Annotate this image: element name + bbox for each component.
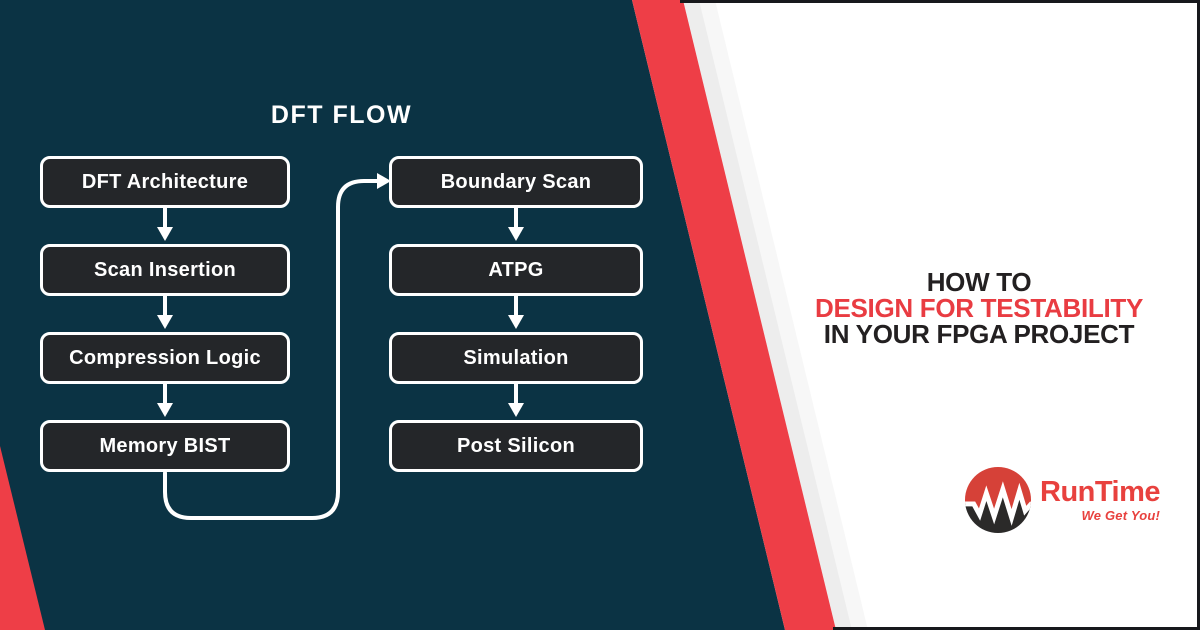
arrow-down-icon xyxy=(157,207,173,241)
pulse-waveform-icon xyxy=(964,466,1032,534)
flow-box-label: Scan Insertion xyxy=(93,258,236,281)
flow-title: DFT FLOW xyxy=(270,101,413,129)
red-corner-wedge xyxy=(0,446,45,630)
flow-box-label: ATPG xyxy=(488,258,544,281)
flow-box-label: Compression Logic xyxy=(69,346,261,369)
connector-arrow-icon xyxy=(163,173,391,520)
arrow-down-icon xyxy=(157,295,173,329)
flow-box-label: Post Silicon xyxy=(456,434,576,457)
headline-line-2: DESIGN FOR TESTABILITY xyxy=(814,293,1144,323)
flow-box-simulation: Simulation xyxy=(389,332,643,384)
runtime-logo: RunTime We Get You! xyxy=(964,464,1164,536)
red-diagonal-stripe xyxy=(632,0,836,630)
arrow-down-icon xyxy=(508,295,524,329)
headline-line-3: IN YOUR FPGA PROJECT xyxy=(823,319,1135,349)
arrow-down-icon xyxy=(508,383,524,417)
arrow-down-icon xyxy=(157,383,173,417)
headline: HOW TO DESIGN FOR TESTABILITY IN YOUR FP… xyxy=(758,269,1200,347)
flow-box-atpg: ATPG xyxy=(389,244,643,296)
flow-box-scan-insertion: Scan Insertion xyxy=(40,244,290,296)
arrow-down-icon xyxy=(508,207,524,241)
headline-line-1: HOW TO xyxy=(926,267,1032,297)
flow-box-post-silicon: Post Silicon xyxy=(389,420,643,472)
flow-box-label: DFT Architecture xyxy=(81,170,249,193)
flow-box-boundary-scan: Boundary Scan xyxy=(389,156,643,208)
logo-brand: RunTime xyxy=(1040,476,1161,508)
flow-box-label: Memory BIST xyxy=(99,434,231,457)
flow-box-label: Simulation xyxy=(463,346,569,369)
flow-box-dft-architecture: DFT Architecture xyxy=(40,156,290,208)
flow-box-label: Boundary Scan xyxy=(440,170,592,193)
flow-box-compression-logic: Compression Logic xyxy=(40,332,290,384)
flow-box-memory-bist: Memory BIST xyxy=(40,420,290,472)
logo-tagline: We Get You! xyxy=(1081,508,1161,523)
logo-text: RunTime We Get You! xyxy=(1040,476,1161,523)
